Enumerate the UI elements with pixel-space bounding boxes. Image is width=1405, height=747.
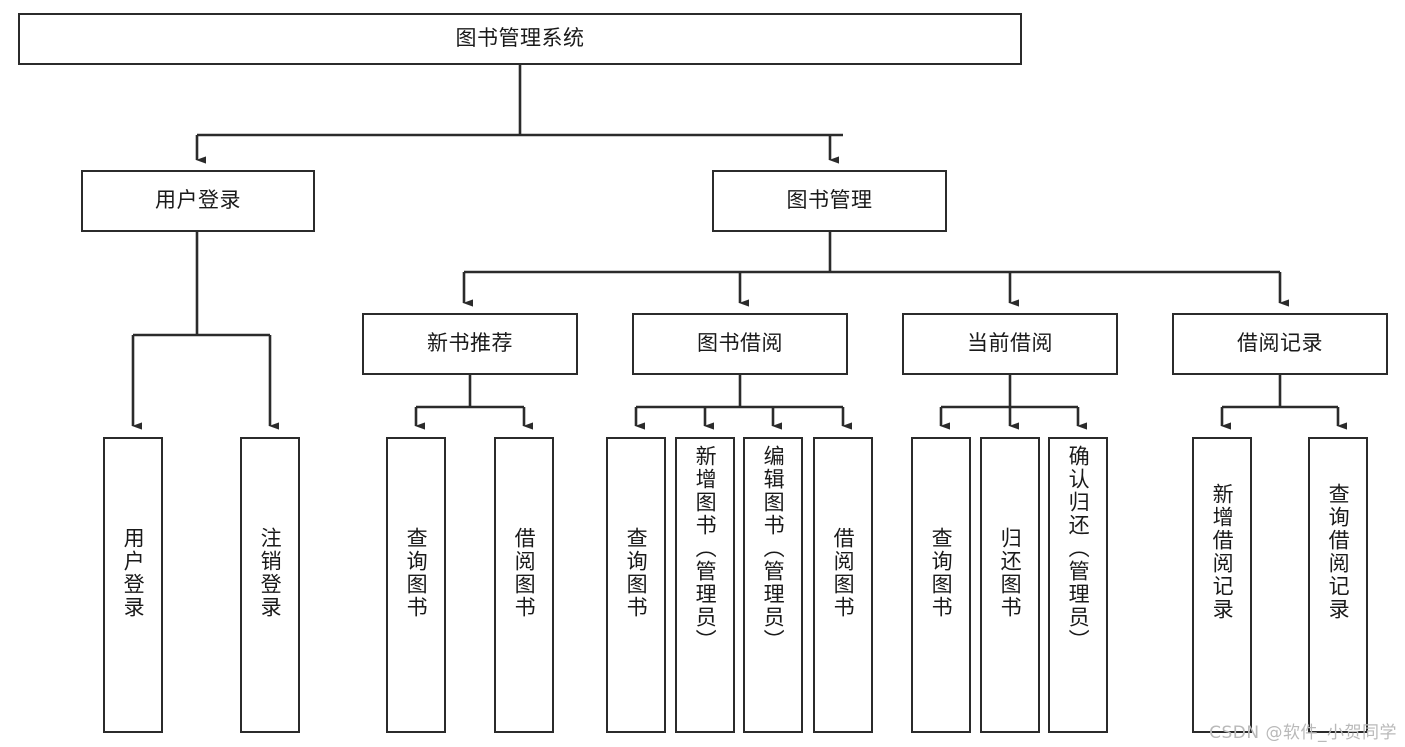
node-label: 查询图书 — [404, 527, 429, 619]
node-label: 用户登录 — [121, 527, 146, 619]
node-book-borrow[interactable]: 图书借阅 — [632, 313, 848, 375]
leaf-query-book-current-borrow[interactable]: 查询图书 — [911, 437, 971, 733]
node-label: 查询借阅记录 — [1326, 483, 1351, 621]
leaf-add-book-admin[interactable]: 新增图书（管理员） — [675, 437, 735, 733]
node-label: 图书借阅 — [697, 331, 783, 356]
leaf-return-book[interactable]: 归还图书 — [980, 437, 1040, 733]
leaf-confirm-return-admin[interactable]: 确认归还（管理员） — [1048, 437, 1108, 733]
node-current-borrow[interactable]: 当前借阅 — [902, 313, 1118, 375]
node-label: 查询图书 — [929, 527, 954, 619]
node-label: 确认归还（管理员） — [1066, 445, 1091, 652]
leaf-user-login[interactable]: 用户登录 — [103, 437, 163, 733]
node-new-book-recommendation[interactable]: 新书推荐 — [362, 313, 578, 375]
node-label: 注销登录 — [258, 527, 283, 619]
leaf-query-book-borrow[interactable]: 查询图书 — [606, 437, 666, 733]
node-label: 新书推荐 — [427, 331, 513, 356]
leaf-user-logout[interactable]: 注销登录 — [240, 437, 300, 733]
leaf-query-borrow-record[interactable]: 查询借阅记录 — [1308, 437, 1368, 733]
node-label: 新增图书（管理员） — [693, 445, 718, 652]
leaf-add-borrow-record[interactable]: 新增借阅记录 — [1192, 437, 1252, 733]
node-label: 图书管理系统 — [455, 26, 585, 51]
node-label: 借阅图书 — [512, 527, 537, 619]
node-label: 图书管理 — [786, 188, 873, 213]
leaf-borrow-book-borrow[interactable]: 借阅图书 — [813, 437, 873, 733]
node-label: 借阅记录 — [1237, 331, 1323, 356]
node-label: 新增借阅记录 — [1210, 483, 1235, 621]
node-label: 查询图书 — [624, 527, 649, 619]
node-label: 借阅图书 — [831, 527, 856, 619]
node-label: 编辑图书（管理员） — [761, 445, 786, 652]
leaf-query-book-new-book-rec[interactable]: 查询图书 — [386, 437, 446, 733]
node-root-book-management-system[interactable]: 图书管理系统 — [18, 13, 1022, 65]
node-borrow-record[interactable]: 借阅记录 — [1172, 313, 1388, 375]
csdn-watermark: CSDN @软件_小贺同学 — [1209, 723, 1397, 743]
node-label: 当前借阅 — [967, 331, 1053, 356]
node-user-login[interactable]: 用户登录 — [81, 170, 315, 232]
node-book-manage[interactable]: 图书管理 — [712, 170, 947, 232]
leaf-borrow-book-new-book-rec[interactable]: 借阅图书 — [494, 437, 554, 733]
node-label: 用户登录 — [155, 188, 241, 213]
leaf-edit-book-admin[interactable]: 编辑图书（管理员） — [743, 437, 803, 733]
node-label: 归还图书 — [998, 527, 1023, 619]
